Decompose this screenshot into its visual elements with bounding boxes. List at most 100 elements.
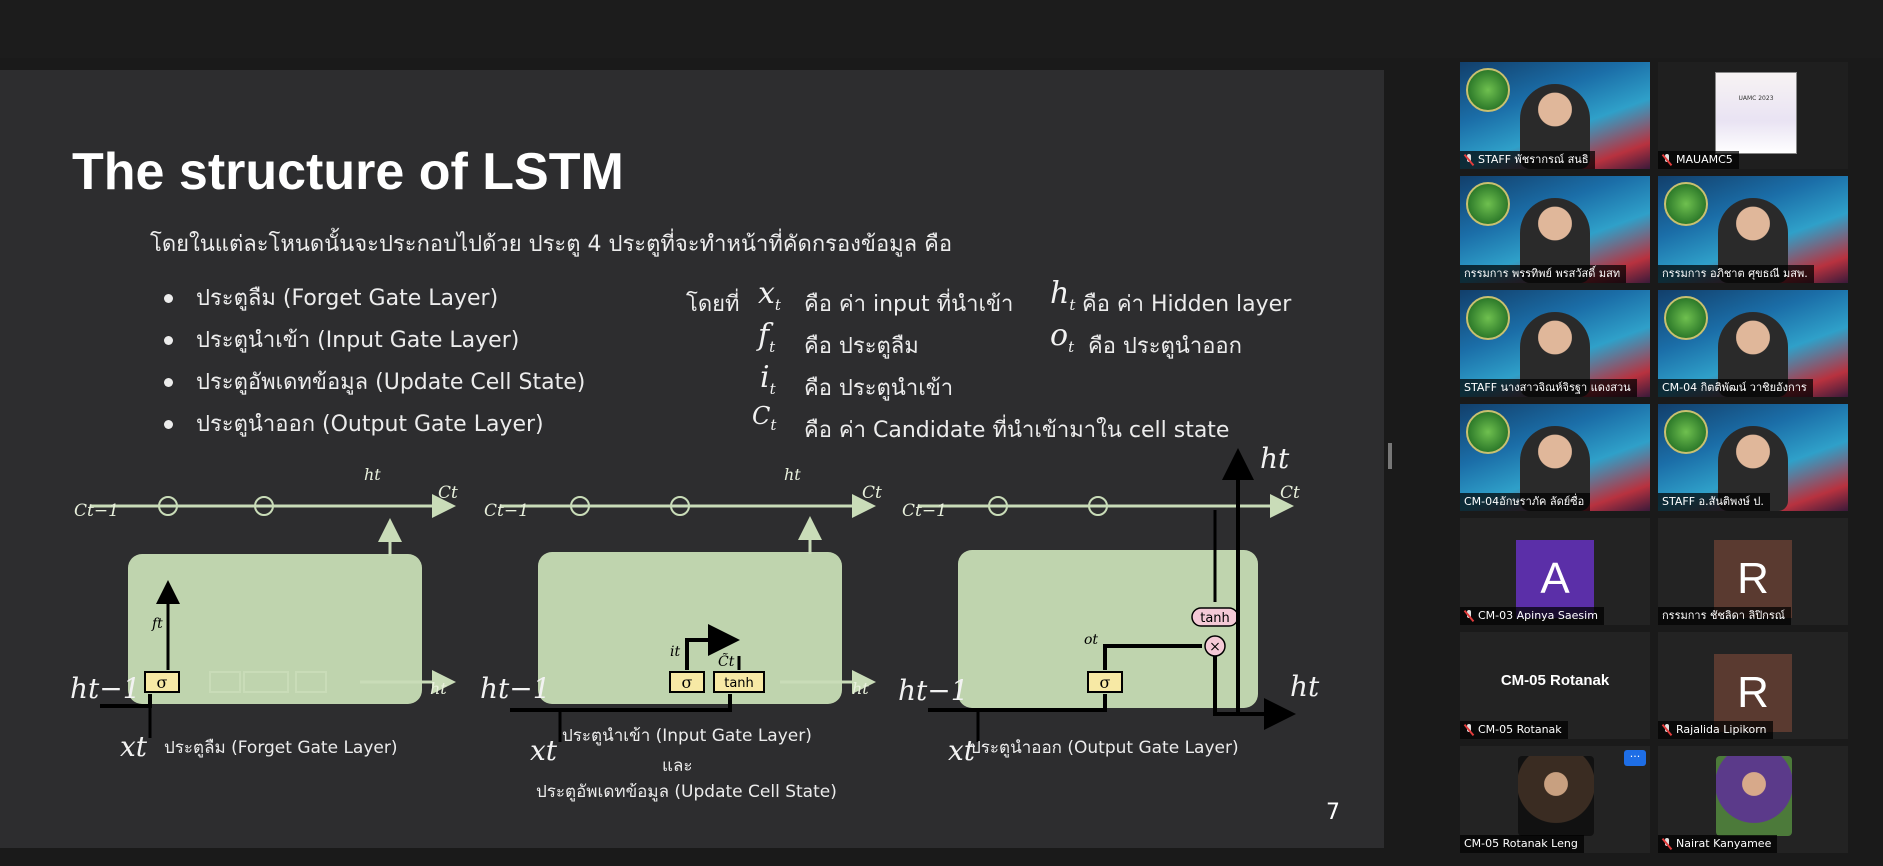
participant-tile[interactable]: R Rajalida Lipikorn	[1658, 632, 1848, 739]
participant-name: Rajalida Lipikorn	[1676, 723, 1767, 736]
participant-tile[interactable]: CM-04 กิตติพัฒน์ วาชิยอังการ	[1658, 290, 1848, 397]
participant-tile[interactable]: กรรมการ อภิชาต ศุขธณี มสพ.	[1658, 176, 1848, 283]
h-prev-label: ht−1	[898, 674, 969, 707]
participant-name: กรรมการ ชัชลิดา ลิปิกรณ์	[1662, 609, 1785, 622]
participant-name: CM-04อักษราภัค ลัดย์ซื่อ	[1464, 495, 1585, 508]
gate-list-item: ประตูลืม (Forget Gate Layer)	[164, 278, 585, 320]
legend-prefix: โดยที่	[686, 292, 740, 317]
more-options-button[interactable]: ···	[1624, 750, 1646, 766]
legend-text: คือ ประตูลืม	[804, 334, 919, 359]
participant-tile[interactable]: CM-05 Rotanak CM-05 Rotanak	[1460, 632, 1650, 739]
slide-intro-text: โดยในแต่ละโหนดนั้นจะประกอบไปด้วย ประตู 4…	[150, 232, 953, 257]
meeting-top-bar	[0, 0, 1883, 58]
participant-tile[interactable]: Nairat Kanyamee	[1658, 746, 1848, 853]
university-seal-icon	[1466, 410, 1510, 454]
legend-text: คือ ประตูนำเข้า	[804, 376, 954, 401]
legend-symbol: ot	[1050, 318, 1075, 356]
participant-tile[interactable]: กรรมการ พรรทิพย์ พรสวัสดิ์ มสท	[1460, 176, 1650, 283]
legend-text: คือ ค่า input ที่นำเข้า	[804, 292, 1014, 317]
participant-name: Nairat Kanyamee	[1676, 837, 1772, 850]
participant-tile[interactable]: UAMC 2023 MAUAMC5	[1658, 62, 1848, 169]
legend-symbol: ft	[758, 318, 776, 356]
avatar: R	[1714, 654, 1792, 732]
it-label: it	[670, 644, 680, 660]
participant-display-name: CM-05 Rotanak	[1500, 672, 1610, 689]
participant-name: CM-04 กิตติพัฒน์ วาชิยอังการ	[1662, 381, 1807, 394]
legend-symbol: it	[760, 360, 776, 398]
h-t-label: ht	[784, 465, 801, 484]
mic-off-icon	[1662, 724, 1672, 736]
participant-name: CM-03 Apinya Saesim	[1478, 609, 1598, 622]
participant-name: CM-05 Rotanak Leng	[1464, 837, 1578, 850]
h-t-label: ht	[364, 465, 381, 484]
participant-name: กรรมการ อภิชาต ศุขธณี มสพ.	[1662, 267, 1808, 280]
university-seal-icon	[1466, 68, 1510, 112]
h-t-label: ht	[430, 679, 447, 698]
university-seal-icon	[1466, 296, 1510, 340]
caption-output: ประตูนำออก (Output Gate Layer)	[970, 738, 1239, 758]
gate-list-item: ประตูนำออก (Output Gate Layer)	[164, 404, 585, 446]
participant-name: STAFF นางสาวจิณห์จิรฐา แดงสวน	[1464, 381, 1631, 394]
participant-tile[interactable]: ··· CM-05 Rotanak Leng	[1460, 746, 1650, 853]
profile-photo	[1716, 756, 1792, 836]
gate-list-item: ประตูอัพเดทข้อมูล (Update Cell State)	[164, 362, 585, 404]
times-label: ×	[1209, 639, 1221, 655]
ot-label: ot	[1084, 632, 1098, 648]
bullet-icon	[164, 378, 173, 387]
gate-list-item: ประตูนำเข้า (Input Gate Layer)	[164, 320, 585, 362]
participant-name: กรรมการ พรรทิพย์ พรสวัสดิ์ มสท	[1464, 267, 1621, 280]
h-t-label: ht	[1260, 442, 1290, 475]
lstm-gate-diagrams: σ ft Ct−1 Ct ht ht ht−1 xt σ tan	[70, 442, 1320, 767]
participant-tile[interactable]: STAFF พัชรากรณ์ สนธิ	[1460, 62, 1650, 169]
mic-off-icon	[1662, 154, 1672, 166]
slide-title: The structure of LSTM	[72, 143, 624, 201]
h-t-label: ht	[1290, 670, 1320, 703]
participant-tile[interactable]: STAFF อ.สันติพงษ์ ป.	[1658, 404, 1848, 511]
sigma-label: σ	[1100, 673, 1111, 692]
x-t-label: xt	[948, 734, 976, 767]
sigma-label: σ	[682, 673, 693, 692]
h-prev-label: ht−1	[70, 672, 141, 705]
conference-poster: UAMC 2023	[1715, 72, 1797, 154]
shared-slide: The structure of LSTM โดยในแต่ละโหนดนั้น…	[0, 70, 1384, 848]
profile-photo	[1518, 756, 1594, 836]
avatar: R	[1714, 540, 1792, 618]
c-prev-label: Ct−1	[902, 501, 947, 521]
participant-name: STAFF อ.สันติพงษ์ ป.	[1662, 495, 1764, 508]
forget-gate-diagram: σ ft Ct−1 Ct ht ht ht−1 xt	[70, 465, 458, 763]
participant-tile[interactable]: R กรรมการ ชัชลิดา ลิปิกรณ์	[1658, 518, 1848, 625]
c-prev-label: Ct−1	[484, 501, 529, 521]
legend-symbol: ht	[1050, 276, 1076, 314]
c-prev-label: Ct−1	[74, 501, 119, 521]
avatar: A	[1516, 540, 1594, 618]
x-t-label: xt	[530, 734, 558, 767]
x-t-label: xt	[120, 730, 148, 763]
mic-off-icon	[1464, 154, 1474, 166]
bullet-icon	[164, 336, 173, 345]
output-gate-diagram: tanh × σ ot Ct−1 Ct ht ht ht−1 xt	[898, 442, 1320, 767]
resize-handle[interactable]	[1388, 443, 1392, 469]
c-t-label: Ct	[1280, 483, 1300, 503]
input-gate-diagram: σ tanh it C̃t Ct−1 Ct ht ht ht−1 xt	[480, 465, 882, 767]
bullet-icon	[164, 294, 173, 303]
legend-symbol: Ct	[752, 402, 777, 434]
legend-symbol: xt	[758, 276, 781, 314]
mic-off-icon	[1464, 724, 1474, 736]
legend-text: คือ ค่า Hidden layer	[1082, 292, 1292, 317]
participant-tile[interactable]: A CM-03 Apinya Saesim	[1460, 518, 1650, 625]
h-t-label: ht	[852, 679, 869, 698]
tanh-label: tanh	[1200, 611, 1230, 626]
tanh-label: tanh	[724, 676, 754, 691]
h-prev-label: ht−1	[480, 672, 551, 705]
gate-list: ประตูลืม (Forget Gate Layer) ประตูนำเข้า…	[164, 278, 585, 446]
caption-and: และ	[662, 756, 693, 776]
caption-update: ประตูอัพเดทข้อมูล (Update Cell State)	[536, 782, 837, 802]
participant-tile-active-speaker[interactable]: CM-04อักษราภัค ลัดย์ซื่อ	[1460, 404, 1650, 511]
ft-label: ft	[151, 616, 163, 632]
participant-tile[interactable]: STAFF นางสาวจิณห์จิรฐา แดงสวน	[1460, 290, 1650, 397]
participant-name: CM-05 Rotanak	[1478, 723, 1562, 736]
c-t-label: Ct	[438, 483, 458, 503]
university-seal-icon	[1664, 182, 1708, 226]
page-number: 7	[1326, 800, 1340, 825]
mic-off-icon	[1662, 838, 1672, 850]
